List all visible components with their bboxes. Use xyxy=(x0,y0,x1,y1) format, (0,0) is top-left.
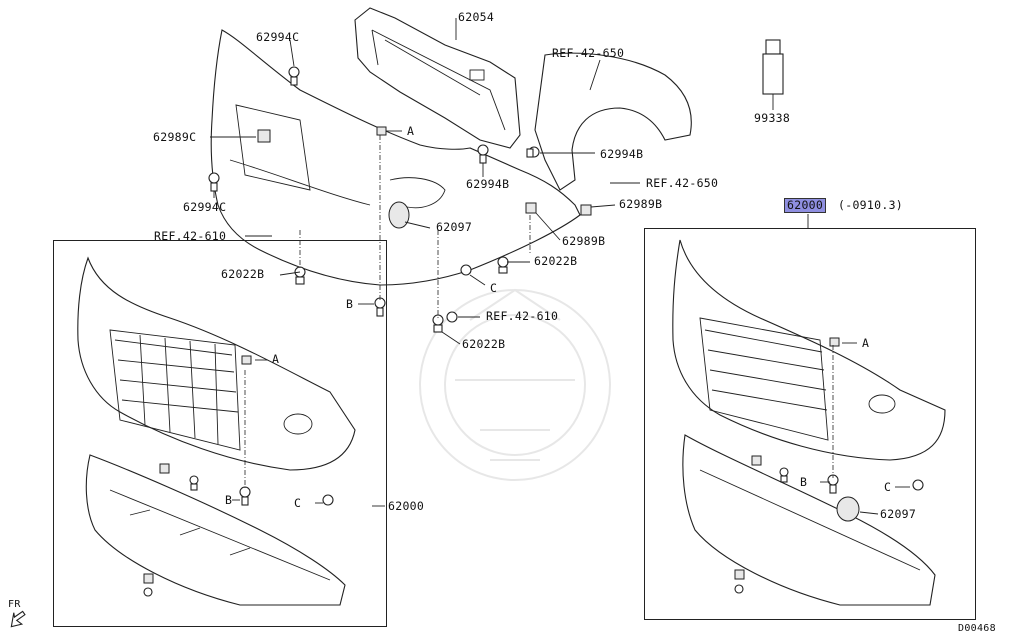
diagram-id: D00468 xyxy=(958,623,996,634)
label-a-right: A xyxy=(862,336,870,350)
fr-arrow-icon xyxy=(10,610,26,628)
label-62022b-right[interactable]: 62022B xyxy=(534,254,578,268)
label-c-left: C xyxy=(294,496,302,510)
label-62097-right[interactable]: 62097 xyxy=(880,507,917,521)
label-62022b-left[interactable]: 62022B xyxy=(221,267,265,281)
front-bumper-right xyxy=(672,239,946,461)
label-ref42610-center[interactable]: REF.42-610 xyxy=(486,309,559,323)
label-a-left: A xyxy=(272,352,280,366)
label-ref42650-top[interactable]: REF.42-650 xyxy=(552,46,625,60)
left-assembly-panel xyxy=(53,240,387,627)
front-bumper-left xyxy=(77,256,356,471)
radiator-support-62054 xyxy=(354,7,521,149)
label-62989b-right[interactable]: 62989B xyxy=(619,197,663,211)
label-b-center: B xyxy=(346,297,354,311)
label-62022b-bottom[interactable]: 62022B xyxy=(462,337,506,351)
label-b-right: B xyxy=(800,475,808,489)
paint-bottle-99338 xyxy=(762,39,784,95)
label-62994b-mid[interactable]: 62994B xyxy=(466,177,510,191)
label-62994c-top[interactable]: 62994C xyxy=(256,30,300,44)
label-62989c[interactable]: 62989C xyxy=(153,130,197,144)
label-62097-center[interactable]: 62097 xyxy=(436,220,473,234)
label-62989b-center[interactable]: 62989B xyxy=(562,234,606,248)
panel-leaders xyxy=(372,214,809,507)
right-assembly-panel xyxy=(644,228,976,620)
label-62994c-left[interactable]: 62994C xyxy=(183,200,227,214)
label-a-top: A xyxy=(407,124,415,138)
leader-lines-upper xyxy=(210,18,774,345)
label-62994b-right[interactable]: 62994B xyxy=(600,147,644,161)
fr-label: FR xyxy=(8,599,21,610)
watermark-emblem xyxy=(419,288,611,481)
label-62054[interactable]: 62054 xyxy=(458,10,495,24)
label-62000-left[interactable]: 62000 xyxy=(388,499,425,513)
label-99338[interactable]: 99338 xyxy=(754,111,791,125)
label-ref42650-mid[interactable]: REF.42-650 xyxy=(646,176,719,190)
label-ref42610-left[interactable]: REF.42-610 xyxy=(154,229,227,243)
undercover-left xyxy=(85,359,346,606)
undercover-right xyxy=(682,342,936,606)
label-c-right: C xyxy=(884,480,892,494)
label-62000-range: (-0910.3) xyxy=(838,198,904,212)
fasteners-upper xyxy=(208,66,592,333)
fender-liner xyxy=(534,52,692,191)
label-c-center: C xyxy=(490,281,498,295)
label-62000-highlighted[interactable]: 62000 xyxy=(784,198,827,213)
label-b-left: B xyxy=(225,493,233,507)
